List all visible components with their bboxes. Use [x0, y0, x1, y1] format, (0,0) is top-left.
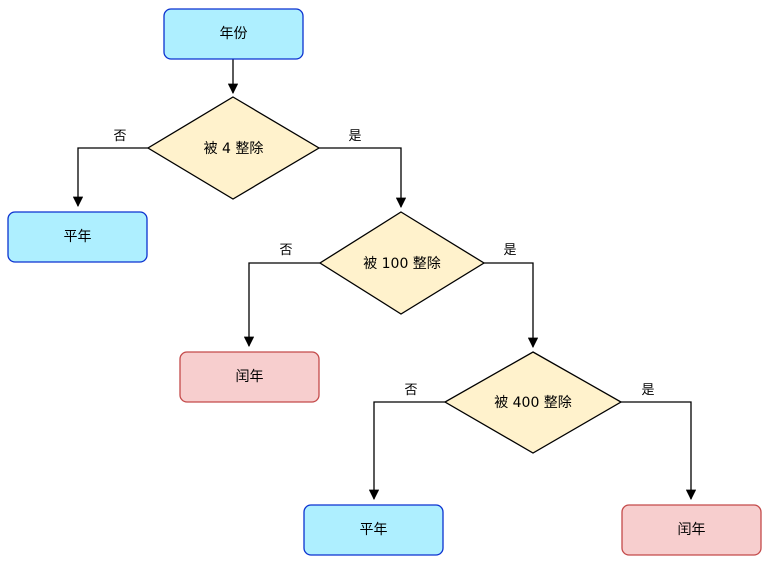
edge-decision2-no [243, 262, 320, 348]
result-leap-1-label: 闰年 [236, 369, 264, 385]
decision2-no-label: 否 [279, 243, 292, 258]
decision2-diamond [318, 211, 486, 315]
result-leap-2-box [621, 504, 762, 556]
decision1-node: 被 4 整除 [146, 96, 321, 200]
decision2-yes-label: 是 [503, 243, 516, 258]
start-node-box [163, 8, 304, 60]
edge-decision1-yes [319, 147, 407, 209]
result-common-2-box [303, 504, 444, 556]
result-leap-1-node: 闰年 [179, 351, 320, 403]
result-leap-2-label: 闰年 [678, 522, 706, 538]
decision3-node: 被 400 整除 [443, 351, 623, 454]
decision1-diamond [146, 96, 321, 200]
decision3-label: 被 400 整除 [494, 395, 572, 411]
decision1-label: 被 4 整除 [204, 141, 264, 157]
decision1-no-label: 否 [113, 129, 126, 144]
decision3-yes-label: 是 [641, 383, 654, 398]
result-leap-1-box [179, 351, 320, 403]
edge-decision2-yes [484, 262, 539, 349]
start-node: 年份 [163, 8, 304, 60]
edge-decision3-no [368, 401, 445, 501]
edges [72, 59, 697, 501]
result-common-2-label: 平年 [360, 522, 388, 538]
edge-decision3-yes [621, 401, 697, 501]
decision3-diamond [443, 351, 623, 454]
result-common-1-box [7, 211, 148, 263]
decision2-node: 被 100 整除 [318, 211, 486, 315]
result-leap-2-node: 闰年 [621, 504, 762, 556]
decision1-yes-label: 是 [348, 129, 361, 144]
result-common-1-node: 平年 [7, 211, 148, 263]
result-common-1-label: 平年 [64, 229, 92, 245]
decision2-label: 被 100 整除 [363, 256, 441, 272]
edge-decision1-no [72, 147, 148, 208]
decision3-no-label: 否 [404, 383, 417, 398]
start-node-label: 年份 [220, 26, 248, 42]
result-common-2-node: 平年 [303, 504, 444, 556]
